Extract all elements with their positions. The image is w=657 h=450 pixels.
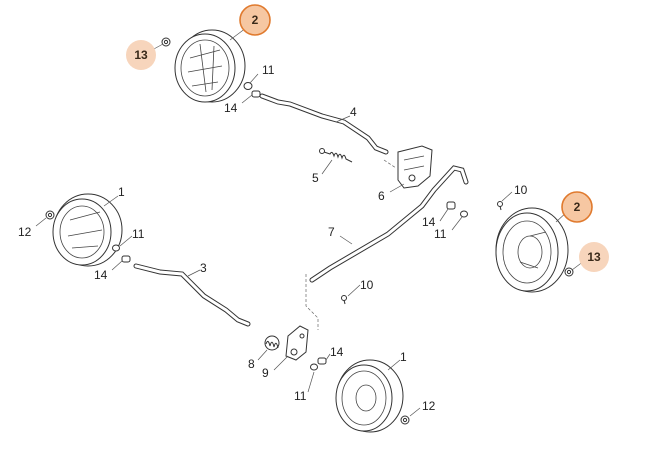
bushing-14-left[interactable] (121, 255, 131, 263)
washer-11-top[interactable] (243, 82, 253, 90)
screw-10-right[interactable] (497, 201, 503, 211)
highlight-2-right[interactable] (561, 191, 593, 223)
callout-3: 3 (200, 261, 207, 275)
bushing-14-mid[interactable] (446, 201, 456, 210)
assembly-line-1 (305, 274, 319, 330)
washer-11-left[interactable] (112, 244, 120, 252)
wheel-top-left[interactable] (174, 29, 246, 103)
callout-13-right: 13 (587, 250, 601, 264)
callout-11-top: 11 (262, 63, 275, 77)
callout-14-left: 14 (94, 268, 108, 282)
nut-12-bottom[interactable] (400, 415, 410, 425)
bracket-9[interactable] (285, 325, 309, 361)
callout-14-mid: 14 (422, 215, 436, 229)
callout-2-right: 2 (574, 200, 581, 214)
bushing-14-bottom[interactable] (317, 357, 327, 365)
callout-14-top: 14 (224, 101, 238, 115)
callout-11-mid: 11 (434, 227, 447, 241)
callout-7: 7 (328, 225, 335, 239)
assembly-line-2 (383, 159, 397, 169)
spring-5[interactable] (319, 148, 353, 163)
screw-10-mid[interactable] (341, 295, 347, 305)
callout-14-bottom: 14 (330, 345, 344, 359)
highlight-2-top[interactable] (239, 4, 271, 36)
callout-11-bottom: 11 (294, 389, 307, 403)
spring-8[interactable] (264, 335, 280, 351)
callout-10-right: 10 (514, 183, 528, 197)
callout-13-top: 13 (134, 48, 148, 62)
highlight-13-top[interactable] (126, 40, 156, 70)
callout-10-mid: 10 (360, 278, 374, 292)
bushing-14-top[interactable] (251, 90, 261, 98)
callout-11-left: 11 (132, 227, 145, 241)
callout-12-bottom: 12 (422, 399, 436, 413)
washer-11-mid[interactable] (460, 210, 468, 218)
bracket-6[interactable] (397, 145, 433, 189)
highlight-13-right[interactable] (579, 242, 609, 272)
nut-12-left[interactable] (45, 210, 55, 220)
callout-5: 5 (312, 171, 319, 185)
callout-1-left: 1 (118, 185, 125, 199)
washer-11-bottom[interactable] (310, 363, 318, 371)
callout-6: 6 (378, 189, 385, 203)
callout-2-top: 2 (252, 13, 259, 27)
wheel-bottom[interactable] (335, 359, 404, 433)
wheel-right[interactable] (495, 207, 569, 293)
nut-13-top[interactable] (161, 37, 171, 47)
nut-13-right[interactable] (564, 267, 574, 277)
axle-3[interactable] (133, 263, 251, 327)
callout-9: 9 (262, 366, 269, 380)
callout-4: 4 (350, 105, 357, 119)
axle-4[interactable] (259, 93, 389, 155)
wheel-left[interactable] (52, 193, 123, 267)
shaft-7[interactable] (309, 165, 469, 283)
callout-1-bottom: 1 (400, 350, 407, 364)
callout-12-left: 12 (18, 225, 32, 239)
callout-8: 8 (248, 357, 255, 371)
